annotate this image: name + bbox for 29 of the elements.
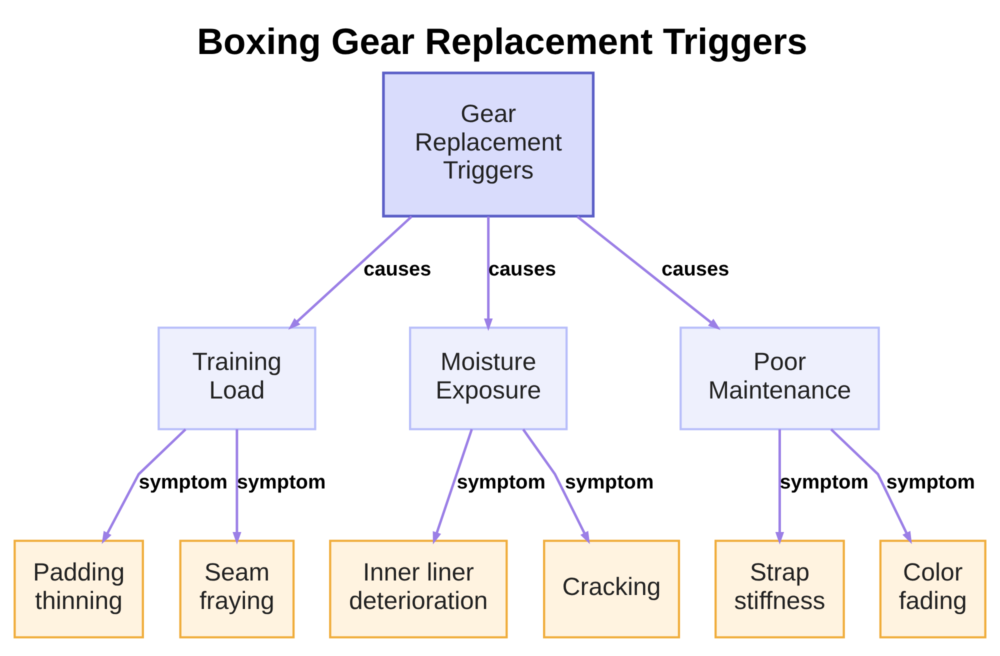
edge-label: symptom [236, 471, 326, 493]
arrow [522, 428, 590, 544]
edge-label: symptom [780, 471, 868, 493]
node-box: Moisture Exposure [409, 326, 568, 430]
arrow [232, 428, 242, 544]
node-box: Inner liner deterioration [329, 539, 508, 638]
node-box: Padding thinning [14, 539, 144, 638]
arrow [830, 428, 912, 544]
edge-label: causes [488, 258, 556, 280]
arrow [432, 428, 473, 544]
edge-label: symptom [564, 471, 654, 493]
node-box: Gear Replacement Triggers [382, 71, 595, 217]
edge-label: symptom [456, 471, 546, 493]
arrow [288, 215, 412, 330]
arrow [775, 428, 784, 544]
node-box: Strap stiffness [714, 539, 845, 638]
node-box: Cracking [543, 539, 680, 638]
node-box: Training Load [158, 326, 316, 430]
node-box: Poor Maintenance [680, 326, 880, 430]
node-box: Color fading [879, 539, 986, 638]
arrow [484, 216, 493, 331]
diagram-title: Boxing Gear Replacement Triggers [196, 20, 808, 62]
edge-label: causes [363, 258, 432, 280]
edge-label: symptom [886, 471, 976, 493]
edge-label: causes [661, 258, 730, 280]
arrow [102, 428, 186, 544]
node-box: Seam fraying [179, 539, 295, 638]
arrow [576, 215, 721, 330]
edge-label: symptom [138, 471, 228, 493]
